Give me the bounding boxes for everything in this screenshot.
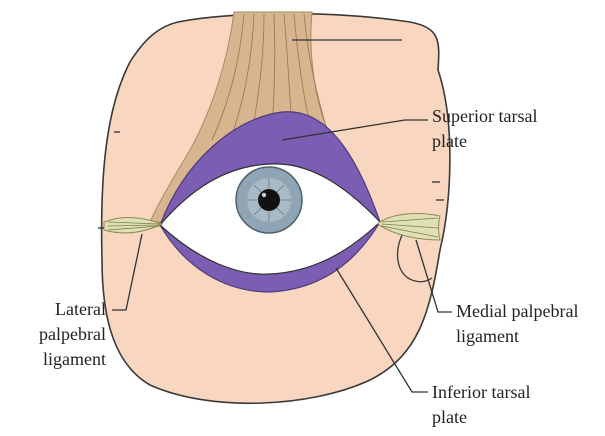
label-lateral-palpebral-ligament: Lateral palpebral ligament (8, 297, 106, 372)
label-superior-tarsal-plate-line1: Superior tarsal (432, 104, 537, 129)
label-lateral-line1: Lateral (8, 297, 106, 322)
label-lateral-line3: ligament (8, 347, 106, 372)
label-medial-line1: Medial palpebral (456, 299, 578, 324)
label-superior-tarsal-plate-line2: plate (432, 129, 537, 154)
label-superior-tarsal-plate: Superior tarsal plate (432, 104, 537, 154)
label-inferior-line2: plate (432, 405, 530, 430)
label-medial-line2: ligament (456, 324, 578, 349)
label-inferior-tarsal-plate: Inferior tarsal plate (432, 380, 530, 430)
label-inferior-line1: Inferior tarsal (432, 380, 530, 405)
label-medial-palpebral-ligament: Medial palpebral ligament (456, 299, 578, 349)
label-lateral-line2: palpebral (8, 322, 106, 347)
pupil (258, 189, 280, 211)
pupil-highlight (262, 193, 266, 197)
